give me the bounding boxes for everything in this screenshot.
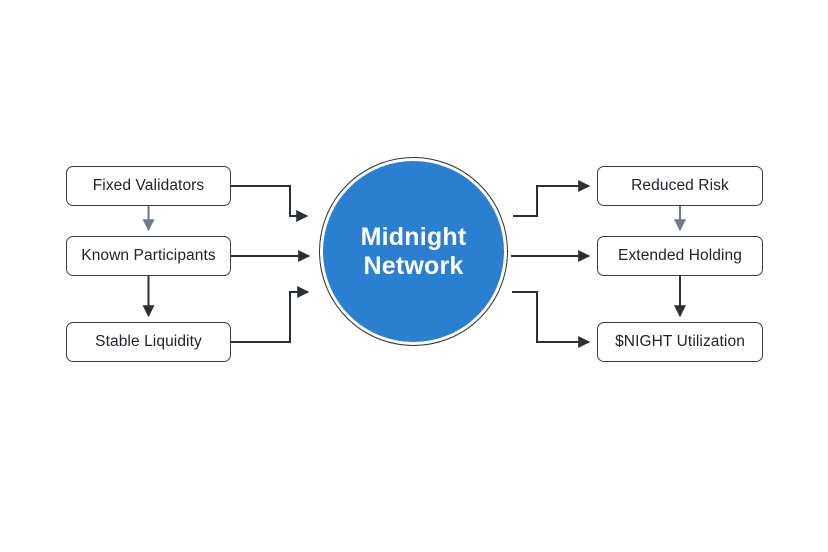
connector-fixed-to-hub (231, 185, 309, 222)
node-extended-holding[interactable]: Extended Holding (597, 236, 763, 276)
hub-label-line-1: Midnight (360, 222, 467, 251)
node-reduced-risk[interactable]: Reduced Risk (597, 166, 763, 206)
connector-stable-to-hub (231, 286, 310, 343)
node-known-participants[interactable]: Known Participants (66, 236, 231, 276)
connector-hub-to-night-utilization (512, 291, 591, 348)
node-stable-liquidity[interactable]: Stable Liquidity (66, 322, 231, 362)
hub-label-line-2: Network (363, 251, 464, 280)
node-night-utilization[interactable]: $NIGHT Utilization (597, 322, 763, 362)
node-fixed-validators[interactable]: Fixed Validators (66, 166, 231, 206)
connector-hub-to-reduced-risk (513, 180, 591, 217)
node-midnight-network-hub[interactable]: Midnight Network (319, 157, 508, 346)
